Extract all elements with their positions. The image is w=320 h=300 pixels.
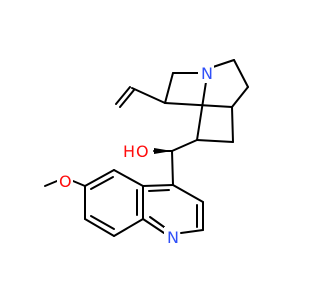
stereo-wedge-bond xyxy=(154,148,172,154)
vinyl-double-bond-a xyxy=(115,86,131,105)
bond-c3-c2 xyxy=(164,72,174,104)
bond-c5prime-c6prime xyxy=(84,169,115,187)
bond-c4prime-c3prime xyxy=(172,184,204,203)
bond-c8prime-c8a xyxy=(113,218,144,237)
hydroxyl-label-bg xyxy=(118,139,152,161)
bond-n1prime-c8a xyxy=(142,218,165,234)
vinyl-double-bond-b xyxy=(119,89,135,108)
bond-omethoxy-methyl xyxy=(44,180,58,187)
quinoline-nitrogen-bg xyxy=(164,227,180,247)
bond-c9-c4prime xyxy=(171,150,174,186)
bond-c5prime-c6prime-inner xyxy=(90,176,114,190)
hydroxyl-hydrogen-label: H xyxy=(123,142,135,161)
bond-c4-c7 xyxy=(231,106,234,143)
methoxy-oxygen-bg xyxy=(57,171,73,191)
bond-c2prime-n1prime xyxy=(180,229,204,234)
atom-labels: H O N N O xyxy=(57,63,214,247)
bond-n1-c8 xyxy=(196,81,207,141)
bond-c6-c5 xyxy=(233,59,249,88)
bond-c6prime-omethoxy xyxy=(72,180,86,187)
bond-c4a-c5prime xyxy=(113,169,144,187)
bond-c7prime-c8prime-inner xyxy=(90,215,115,230)
quinoline-nitrogen-label: N xyxy=(167,228,179,247)
quinuclidine-nitrogen-bg xyxy=(198,63,214,83)
bond-c3-c4 xyxy=(164,102,233,108)
vinyl-single-bond xyxy=(131,87,166,104)
bond-n1prime-c8a-inner xyxy=(149,216,165,228)
bond-c7-c8 xyxy=(196,139,234,143)
bond-c7prime-c8prime xyxy=(84,218,115,237)
chemical-structure: H O N N O xyxy=(44,59,249,247)
methoxy-oxygen-label: O xyxy=(59,172,72,191)
bond-c5-c4 xyxy=(231,86,249,108)
bond-c4a-c4prime-inner xyxy=(148,189,170,192)
bond-c4a-c4prime xyxy=(142,184,174,187)
hydroxyl-oxygen-label: O xyxy=(136,142,149,161)
bond-c8-c9 xyxy=(171,139,198,152)
quinuclidine-nitrogen-label: N xyxy=(201,64,213,83)
